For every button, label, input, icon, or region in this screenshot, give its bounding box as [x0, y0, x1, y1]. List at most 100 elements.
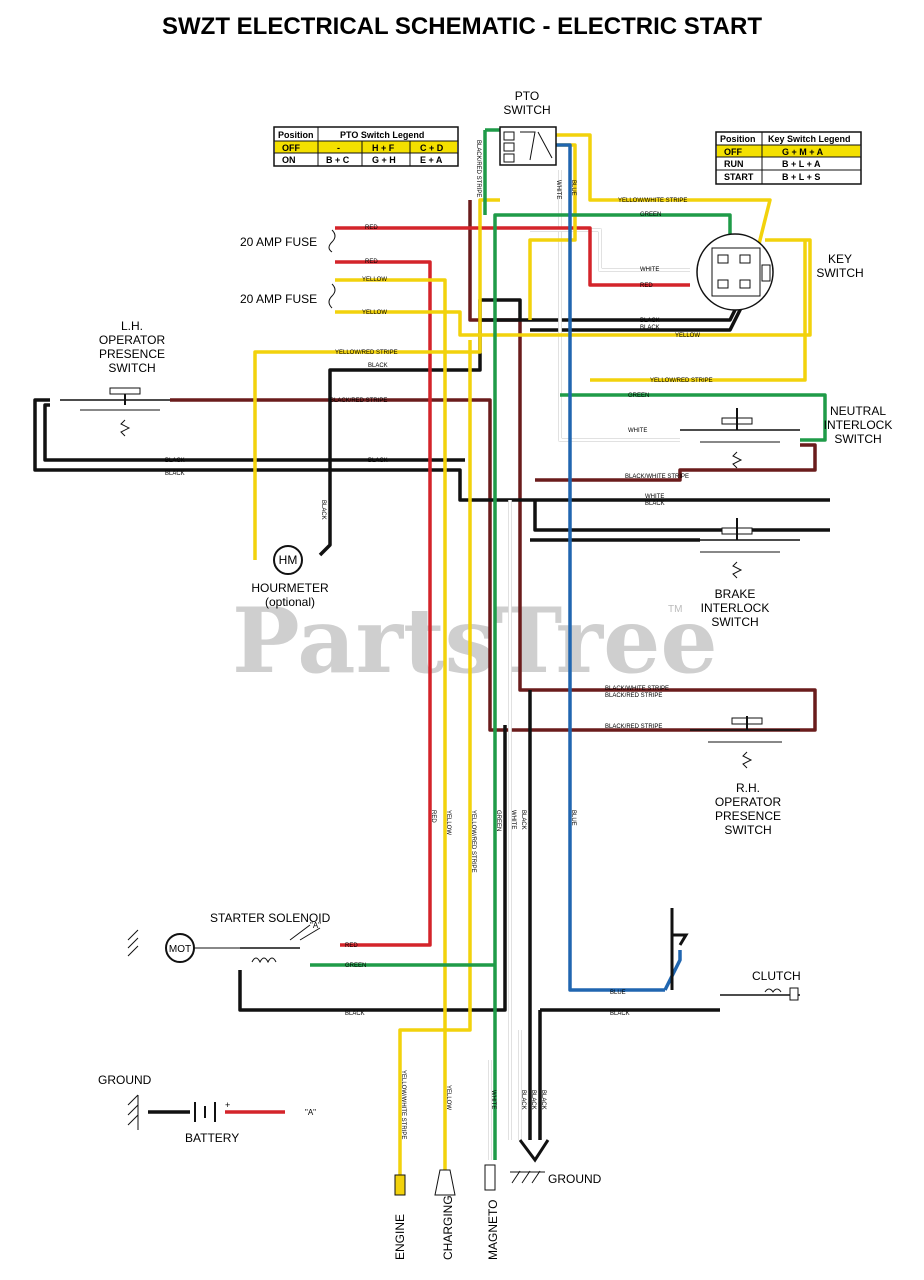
pto-switch-label-line2: SWITCH [503, 103, 550, 117]
fuse-1: 20 AMP FUSE [240, 229, 336, 253]
wire-labels: RED RED YELLOW YELLOW YELLOW/RED STRIPE … [165, 140, 713, 1139]
pto-legend-cell: ON [282, 155, 296, 165]
pto-legend-cell: G + H [372, 155, 396, 165]
fuse-2-label: 20 AMP FUSE [240, 292, 317, 306]
engine-label: ENGINE [393, 1214, 407, 1260]
key-legend: Position Key Switch Legend OFF G + M + A… [715, 131, 862, 185]
lh-switch-label-line2: OPERATOR [99, 333, 166, 347]
wire-label: WHITE [555, 180, 561, 199]
starter-solenoid: STARTER SOLENOID "A" MOT [127, 911, 331, 964]
wire-label: BLACK [520, 1090, 526, 1110]
wire-label: YELLOW [362, 310, 387, 316]
neutral-switch-label-line3: SWITCH [834, 432, 881, 446]
battery-ground: GROUND + BATTERY "A" [98, 1073, 316, 1145]
wire-label: WHITE [645, 494, 664, 500]
starter-solenoid-label: STARTER SOLENOID [210, 911, 331, 925]
fuse-1-label: 20 AMP FUSE [240, 235, 317, 249]
key-legend-header: Position [720, 134, 756, 144]
battery-plus: + [225, 1100, 230, 1110]
pto-switch: PTO SWITCH [499, 89, 557, 166]
pto-switch-label-line1: PTO [515, 89, 539, 103]
wire-label: BLUE [610, 990, 626, 996]
key-legend-cell: B + L + S [782, 172, 820, 182]
key-legend-cell: RUN [724, 159, 744, 169]
wire-label: BLACK [540, 1090, 546, 1110]
wire-label: RED [365, 259, 378, 265]
wire-label: BLACK [530, 1090, 536, 1110]
pto-legend-cell: H + F [372, 143, 395, 153]
wire-label: YELLOW/RED STRIPE [650, 378, 713, 384]
pto-legend-header: Position [278, 130, 314, 140]
neutral-interlock-switch: NEUTRAL INTERLOCK SWITCH [680, 404, 893, 469]
neutral-switch-label-line2: INTERLOCK [824, 418, 893, 432]
brake-switch-label-line2: INTERLOCK [701, 601, 770, 615]
wire-label: RED [345, 943, 358, 949]
wire-label: YELLOW/RED STRIPE [335, 350, 398, 356]
wire-label: YELLOW/RED STRIPE [470, 810, 476, 873]
battery-terminal-label: "A" [305, 1108, 316, 1117]
wire-label: RED [365, 225, 378, 231]
charging-label: CHARGING [441, 1195, 455, 1260]
wire-label: BLACK/WHITE STRIPE [605, 686, 669, 692]
wire-yellow [253, 133, 812, 1180]
wire-label: YELLOW [445, 1085, 451, 1110]
brake-switch-label-line1: BRAKE [715, 587, 756, 601]
wire-label: WHITE [640, 267, 659, 273]
wire-green [310, 128, 827, 1160]
solenoid-terminal-label: "A" [310, 921, 321, 930]
rh-switch-label-line2: OPERATOR [715, 795, 782, 809]
wire-label: WHITE [510, 810, 516, 829]
fuse-2: 20 AMP FUSE [240, 283, 336, 309]
wire-label: YELLOW [675, 333, 700, 339]
wire-label: WHITE [490, 1090, 496, 1109]
main-ground: GROUND [510, 1139, 602, 1186]
neutral-switch-label-line1: NEUTRAL [830, 404, 886, 418]
key-legend-header: Key Switch Legend [768, 134, 851, 144]
wire-label: BLUE [570, 810, 576, 826]
ground-label: GROUND [548, 1172, 602, 1186]
wire-label: WHITE [628, 428, 647, 434]
hourmeter: HM HOURMETER (optional) [251, 545, 329, 609]
rh-switch-label-line3: PRESENCE [715, 809, 781, 823]
pto-legend-cell: OFF [282, 143, 300, 153]
hourmeter-note: (optional) [265, 595, 315, 609]
wire-label: GREEN [345, 963, 366, 969]
pto-legend-cell: C + D [420, 143, 444, 153]
wire-label: GREEN [495, 810, 501, 831]
wire-label: YELLOW/WHITE STRIPE [400, 1070, 406, 1139]
wire-label: RED [640, 283, 653, 289]
wire-label: BLACK [640, 325, 660, 331]
rh-operator-switch: R.H. OPERATOR PRESENCE SWITCH [690, 716, 800, 837]
hourmeter-symbol: HM [279, 553, 298, 567]
lh-switch-label-line1: L.H. [121, 319, 143, 333]
pto-legend: Position PTO Switch Legend OFF - H + F C… [273, 126, 459, 167]
battery-label: BATTERY [185, 1131, 239, 1145]
wire-label: YELLOW [362, 277, 387, 283]
wire-label: BLACK/WHITE STRIPE [625, 474, 689, 480]
watermark: PartsTree [232, 588, 718, 694]
lh-operator-switch: L.H. OPERATOR PRESENCE SWITCH [60, 319, 170, 437]
key-switch-label-line1: KEY [828, 252, 852, 266]
wire-label: BLACK/RED STRIPE [605, 724, 662, 730]
magneto-label: MAGNETO [486, 1200, 500, 1260]
wire-label: BLACK [610, 1011, 630, 1017]
wire-label: BLACK/RED STRIPE [605, 693, 662, 699]
wire-label: RED [430, 810, 436, 823]
hourmeter-label: HOURMETER [251, 581, 329, 595]
wire-red [225, 226, 690, 1114]
key-legend-cell: B + L + A [782, 159, 821, 169]
wire-label: BLACK [640, 318, 660, 324]
rh-switch-label-line1: R.H. [736, 781, 760, 795]
key-switch-label-line2: SWITCH [816, 266, 863, 280]
wire-label: BLACK [645, 501, 665, 507]
pto-legend-cell: E + A [420, 155, 443, 165]
wire-label: BLACK [368, 458, 388, 464]
bottom-connectors: ENGINE CHARGING MAGNETO [393, 1164, 500, 1260]
wire-label: BLACK [520, 810, 526, 830]
clutch: CLUTCH [670, 908, 801, 1001]
watermark-tm: TM [668, 604, 682, 615]
wire-label: GREEN [640, 212, 661, 218]
wire-label: YELLOW/WHITE STRIPE [618, 198, 687, 204]
wire-label: BLACK/RED STRIPE [330, 398, 387, 404]
clutch-label: CLUTCH [752, 969, 801, 983]
